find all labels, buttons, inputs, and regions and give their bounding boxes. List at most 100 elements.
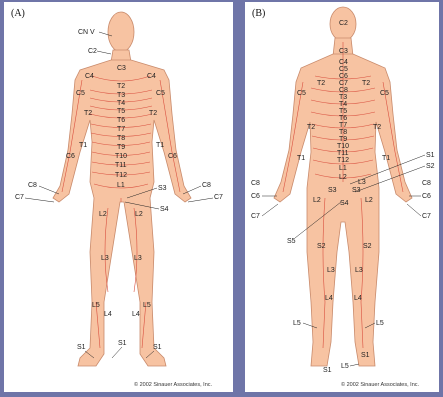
label-t9: T9	[117, 144, 125, 151]
label-t7: T7	[117, 126, 125, 133]
label-t8: T8	[339, 129, 347, 136]
label-t11: T11	[115, 162, 127, 169]
label-s1-left: S1	[77, 344, 86, 351]
label-c6-right: C6	[422, 193, 431, 200]
label-t1-left: T1	[79, 142, 87, 149]
label-l1: L1	[339, 165, 347, 172]
leader-c2	[97, 51, 111, 54]
leader-c7-right	[407, 204, 421, 216]
label-c5-right: C5	[380, 90, 389, 97]
label-t10: T10	[337, 143, 349, 150]
panel-a-label: (A)	[11, 8, 25, 19]
label-l3-left: L3	[101, 255, 109, 262]
label-l5-left: L5	[293, 320, 301, 327]
leader-c7-left	[262, 204, 278, 216]
label-t1-right: T1	[156, 142, 164, 149]
label-t6: T6	[117, 117, 125, 124]
label-l4-left: L4	[104, 311, 112, 318]
leader-s1-middle	[112, 347, 122, 358]
label-t3: T3	[339, 94, 347, 101]
label-l5-left: L5	[92, 302, 100, 309]
label-t5: T5	[117, 108, 125, 115]
label-c4-right: C4	[147, 73, 156, 80]
label-c3: C3	[339, 48, 348, 55]
label-l5-foot: L5	[341, 363, 349, 370]
label-t1-left: T1	[297, 155, 305, 162]
label-l3-left: L3	[327, 267, 335, 274]
leader-c7-right	[188, 198, 213, 202]
label-c6-left: C6	[66, 153, 75, 160]
label-c4-left: C4	[85, 73, 94, 80]
label-c5: C5	[339, 66, 348, 73]
label-c7-right: C7	[214, 194, 223, 201]
label-t11: T11	[337, 150, 349, 157]
label-c4: C4	[339, 59, 348, 66]
label-c7-left: C7	[15, 194, 24, 201]
label-s1-heel: S1	[323, 367, 332, 374]
label-t4: T4	[339, 101, 347, 108]
label-s5: S5	[287, 238, 296, 245]
label-t6: T6	[339, 115, 347, 122]
label-t1-right: T1	[382, 155, 390, 162]
label-c8-right: C8	[202, 182, 211, 189]
copyright-a: © 2002 Sinauer Associates, Inc.	[134, 381, 213, 388]
panel-b: (B) C2 C3 C4 C5 C6 C7 C8 T2 T2 T3 T4 T5 …	[245, 2, 439, 392]
label-t2: T2	[117, 83, 125, 90]
label-c2: C2	[339, 20, 348, 27]
label-t12: T12	[337, 157, 349, 164]
copyright-b: © 2002 Sinauer Associates, Inc.	[341, 381, 420, 388]
label-t4: T4	[117, 100, 125, 107]
label-t2-left: T2	[84, 110, 92, 117]
label-l4-right: L4	[354, 295, 362, 302]
label-c7-left: C7	[251, 213, 260, 220]
panel-b-label: (B)	[252, 8, 265, 19]
anterior-dermatome-diagram: (A) CN V C2 C3 C4 C4 C5 C5 T2 T3 T4 T5 T…	[4, 2, 233, 392]
label-l1: L1	[117, 182, 125, 189]
label-s1: S1	[426, 152, 435, 159]
label-s1-foot: S1	[361, 352, 370, 359]
label-s1-middle: S1	[118, 340, 127, 347]
leader-c7-left	[25, 198, 54, 202]
label-t2-left-inner: T2	[317, 80, 325, 87]
label-c7: C7	[339, 80, 348, 87]
label-l4-right: L4	[132, 311, 140, 318]
label-l5-right: L5	[143, 302, 151, 309]
label-s1-right: S1	[153, 344, 162, 351]
label-t5: T5	[339, 108, 347, 115]
label-l2: L2	[339, 174, 347, 181]
label-t12: T12	[115, 172, 127, 179]
label-c6-right: C6	[168, 153, 177, 160]
label-c8-left: C8	[28, 182, 37, 189]
label-c5-right: C5	[156, 90, 165, 97]
label-s3-left: S3	[328, 187, 337, 194]
label-s4: S4	[340, 200, 349, 207]
label-c8-right: C8	[422, 180, 431, 187]
label-c3: C3	[117, 65, 126, 72]
label-t9: T9	[339, 136, 347, 143]
label-l3: L3	[358, 179, 366, 186]
label-l5-right: L5	[376, 320, 384, 327]
label-c8-left: C8	[251, 180, 260, 187]
label-t7: T7	[339, 122, 347, 129]
label-c5-left: C5	[76, 90, 85, 97]
label-t2-right-inner: T2	[362, 80, 370, 87]
label-s3: S3	[158, 185, 167, 192]
leader-l5-foot	[350, 364, 359, 366]
label-t2-right: T2	[149, 110, 157, 117]
label-l2-right: L2	[365, 197, 373, 204]
label-cn-v: CN V	[78, 29, 95, 36]
label-s2-right: S2	[363, 243, 372, 250]
label-t3: T3	[117, 92, 125, 99]
leader-c8-left	[39, 186, 59, 194]
label-l2-left: L2	[99, 211, 107, 218]
label-t8: T8	[117, 135, 125, 142]
label-t2-right: T2	[373, 124, 381, 131]
label-c6: C6	[339, 73, 348, 80]
label-t2-left: T2	[307, 124, 315, 131]
label-s2-left: S2	[317, 243, 326, 250]
label-c6-left: C6	[251, 193, 260, 200]
label-c8: C8	[339, 87, 348, 94]
posterior-dermatome-diagram: (B) C2 C3 C4 C5 C6 C7 C8 T2 T2 T3 T4 T5 …	[245, 2, 439, 392]
label-l3-right: L3	[355, 267, 363, 274]
